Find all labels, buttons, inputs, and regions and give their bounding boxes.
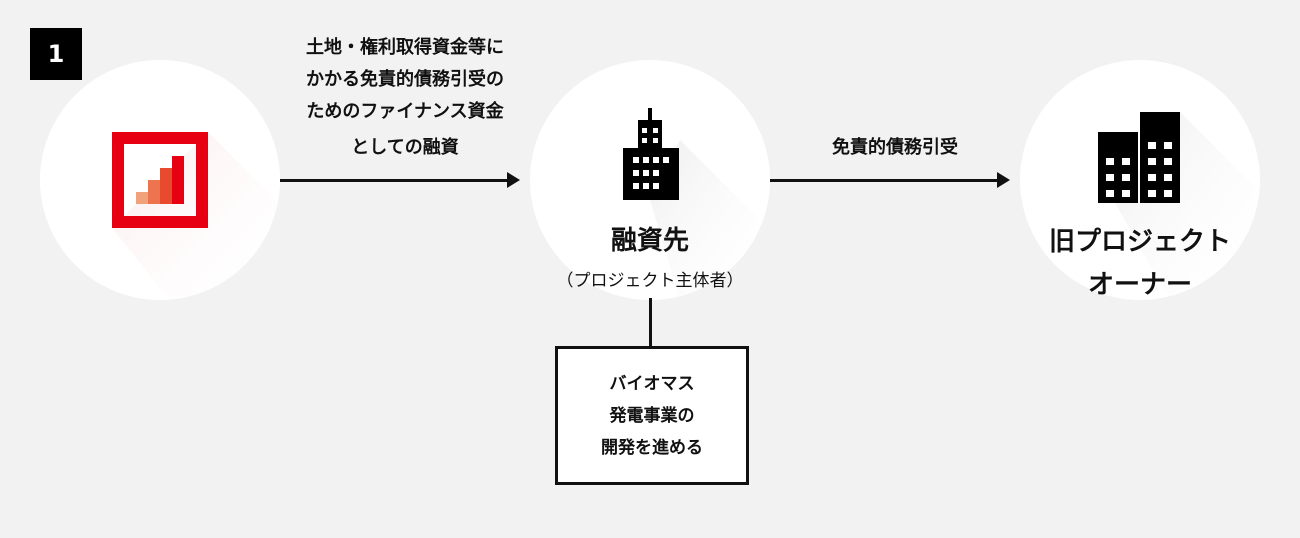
borrower-note: （プロジェクト主体者） (556, 271, 744, 291)
borrower-name: 融資先 (610, 226, 689, 256)
project-box: バイオマス 発電事業の 開発を進める (555, 346, 749, 485)
step-number-badge: 1 (30, 28, 82, 80)
arrow-line (770, 179, 998, 182)
buildings-icon (1098, 112, 1260, 300)
project-box-line: 開発を進める (601, 437, 703, 458)
former-owner-name-line: オーナー (1087, 270, 1192, 300)
connector-line (649, 298, 652, 348)
edge-label-line: 土地・権利取得資金等に (306, 37, 504, 58)
lender-node (40, 60, 280, 300)
arrow-head-icon (507, 172, 520, 188)
arrow-head-icon (997, 172, 1010, 188)
edge-label-line: としての融資 (351, 137, 459, 158)
former-owner-node (1020, 60, 1260, 300)
edge-label-line: かかる免責的債務引受の (306, 69, 504, 90)
financing-edge-label: 土地・権利取得資金等に かかる免責的債務引受の ためのファイナンス資金 としての… (265, 32, 545, 164)
borrower-node (530, 60, 770, 300)
bar-chart-logo-icon (112, 132, 280, 300)
former-owner-name-line: 旧プロジェクト (1048, 227, 1231, 257)
edge-label-line: ためのファイナンス資金 (306, 101, 504, 122)
project-box-line: 発電事業の (609, 405, 695, 426)
building-icon (623, 108, 770, 300)
former-owner-name: 旧プロジェクト オーナー (1010, 221, 1270, 307)
project-box-line: バイオマス (609, 373, 695, 394)
debt-assumption-label: 免責的債務引受 (832, 137, 958, 158)
arrow-line (280, 179, 508, 182)
